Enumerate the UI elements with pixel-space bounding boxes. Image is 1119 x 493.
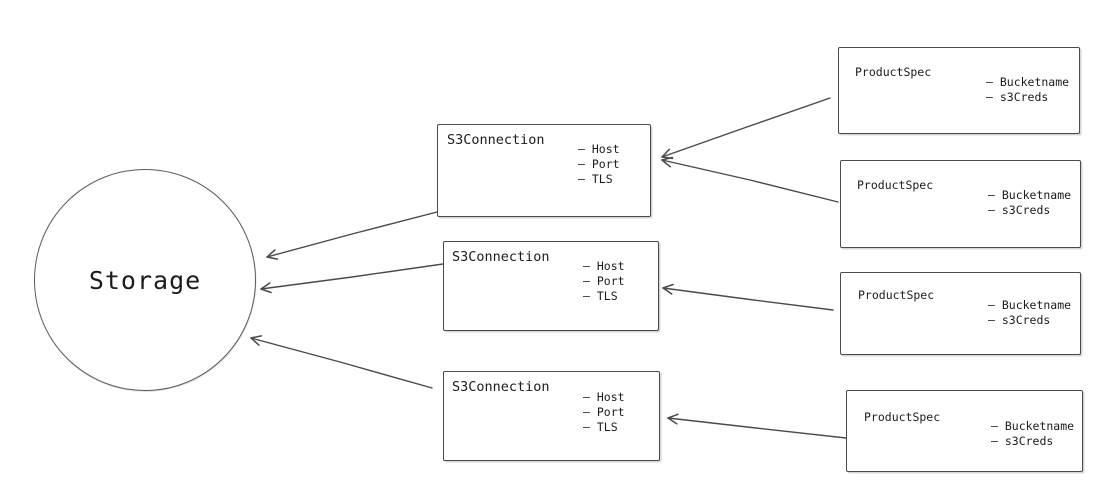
node-product-spec-1[interactable]: [838, 47, 1080, 134]
node-product-spec-3[interactable]: [840, 272, 1081, 355]
attribute-item: – Bucketname: [988, 298, 1072, 312]
edge-productspec3-to-s3connection2: [662, 283, 834, 311]
node-product-spec-4[interactable]: [846, 390, 1083, 472]
product-spec-4-title: ProductSpec: [864, 410, 941, 424]
attribute-item: – Port: [578, 157, 620, 171]
s3-connection-1-attributes: – Host – Port – TLS: [578, 142, 620, 187]
product-spec-1-title: ProductSpec: [855, 65, 932, 79]
product-spec-2-attributes: – Bucketname – s3Creds: [988, 188, 1071, 218]
attribute-item: – Port: [583, 405, 625, 419]
node-s3-connection-2[interactable]: [443, 241, 659, 331]
attribute-item: – s3Creds: [988, 203, 1051, 217]
product-spec-3-attributes: – Bucketname – s3Creds: [988, 298, 1071, 328]
edge-s3connection3-to-storage: [250, 335, 433, 389]
attribute-item: – s3Creds: [986, 90, 1049, 104]
s3-connection-3-title: S3Connection: [452, 379, 550, 395]
node-s3-connection-1[interactable]: [437, 124, 651, 217]
attribute-item: – Bucketname: [991, 419, 1075, 433]
s3-connection-3-attributes: – Host – Port – TLS: [583, 390, 625, 435]
edge-s3connection1-to-storage: [266, 211, 438, 260]
attribute-item: – s3Creds: [988, 313, 1051, 327]
s3-connection-2-attributes: – Host – Port – TLS: [583, 259, 625, 304]
attribute-item: – Host: [578, 142, 620, 156]
edge-productspec1-to-s3connection1: [661, 97, 831, 160]
node-storage[interactable]: [34, 169, 256, 391]
s3-connection-2-title: S3Connection: [452, 249, 550, 265]
storage-label: Storage: [88, 266, 202, 295]
node-s3-connection-3[interactable]: [443, 371, 660, 461]
attribute-item: – Host: [583, 259, 625, 273]
node-product-spec-2[interactable]: [840, 160, 1081, 248]
attribute-item: – Bucketname: [986, 75, 1070, 89]
edge-s3connection2-to-storage: [260, 263, 444, 294]
product-spec-1-attributes: – Bucketname – s3Creds: [986, 75, 1069, 105]
product-spec-2-title: ProductSpec: [857, 178, 934, 192]
attribute-item: – Bucketname: [988, 188, 1072, 202]
product-spec-4-attributes: – Bucketname – s3Creds: [991, 419, 1074, 449]
attribute-item: – Port: [583, 274, 625, 288]
s3-connection-1-title: S3Connection: [447, 132, 545, 148]
product-spec-3-title: ProductSpec: [858, 288, 935, 302]
attribute-item: – Host: [583, 390, 625, 404]
attribute-item: – s3Creds: [991, 434, 1054, 448]
attribute-item: – TLS: [578, 172, 613, 186]
edge-productspec4-to-s3connection3: [667, 413, 847, 439]
attribute-item: – TLS: [583, 289, 618, 303]
edge-productspec2-to-s3connection1: [661, 156, 839, 203]
attribute-item: – TLS: [583, 420, 618, 434]
